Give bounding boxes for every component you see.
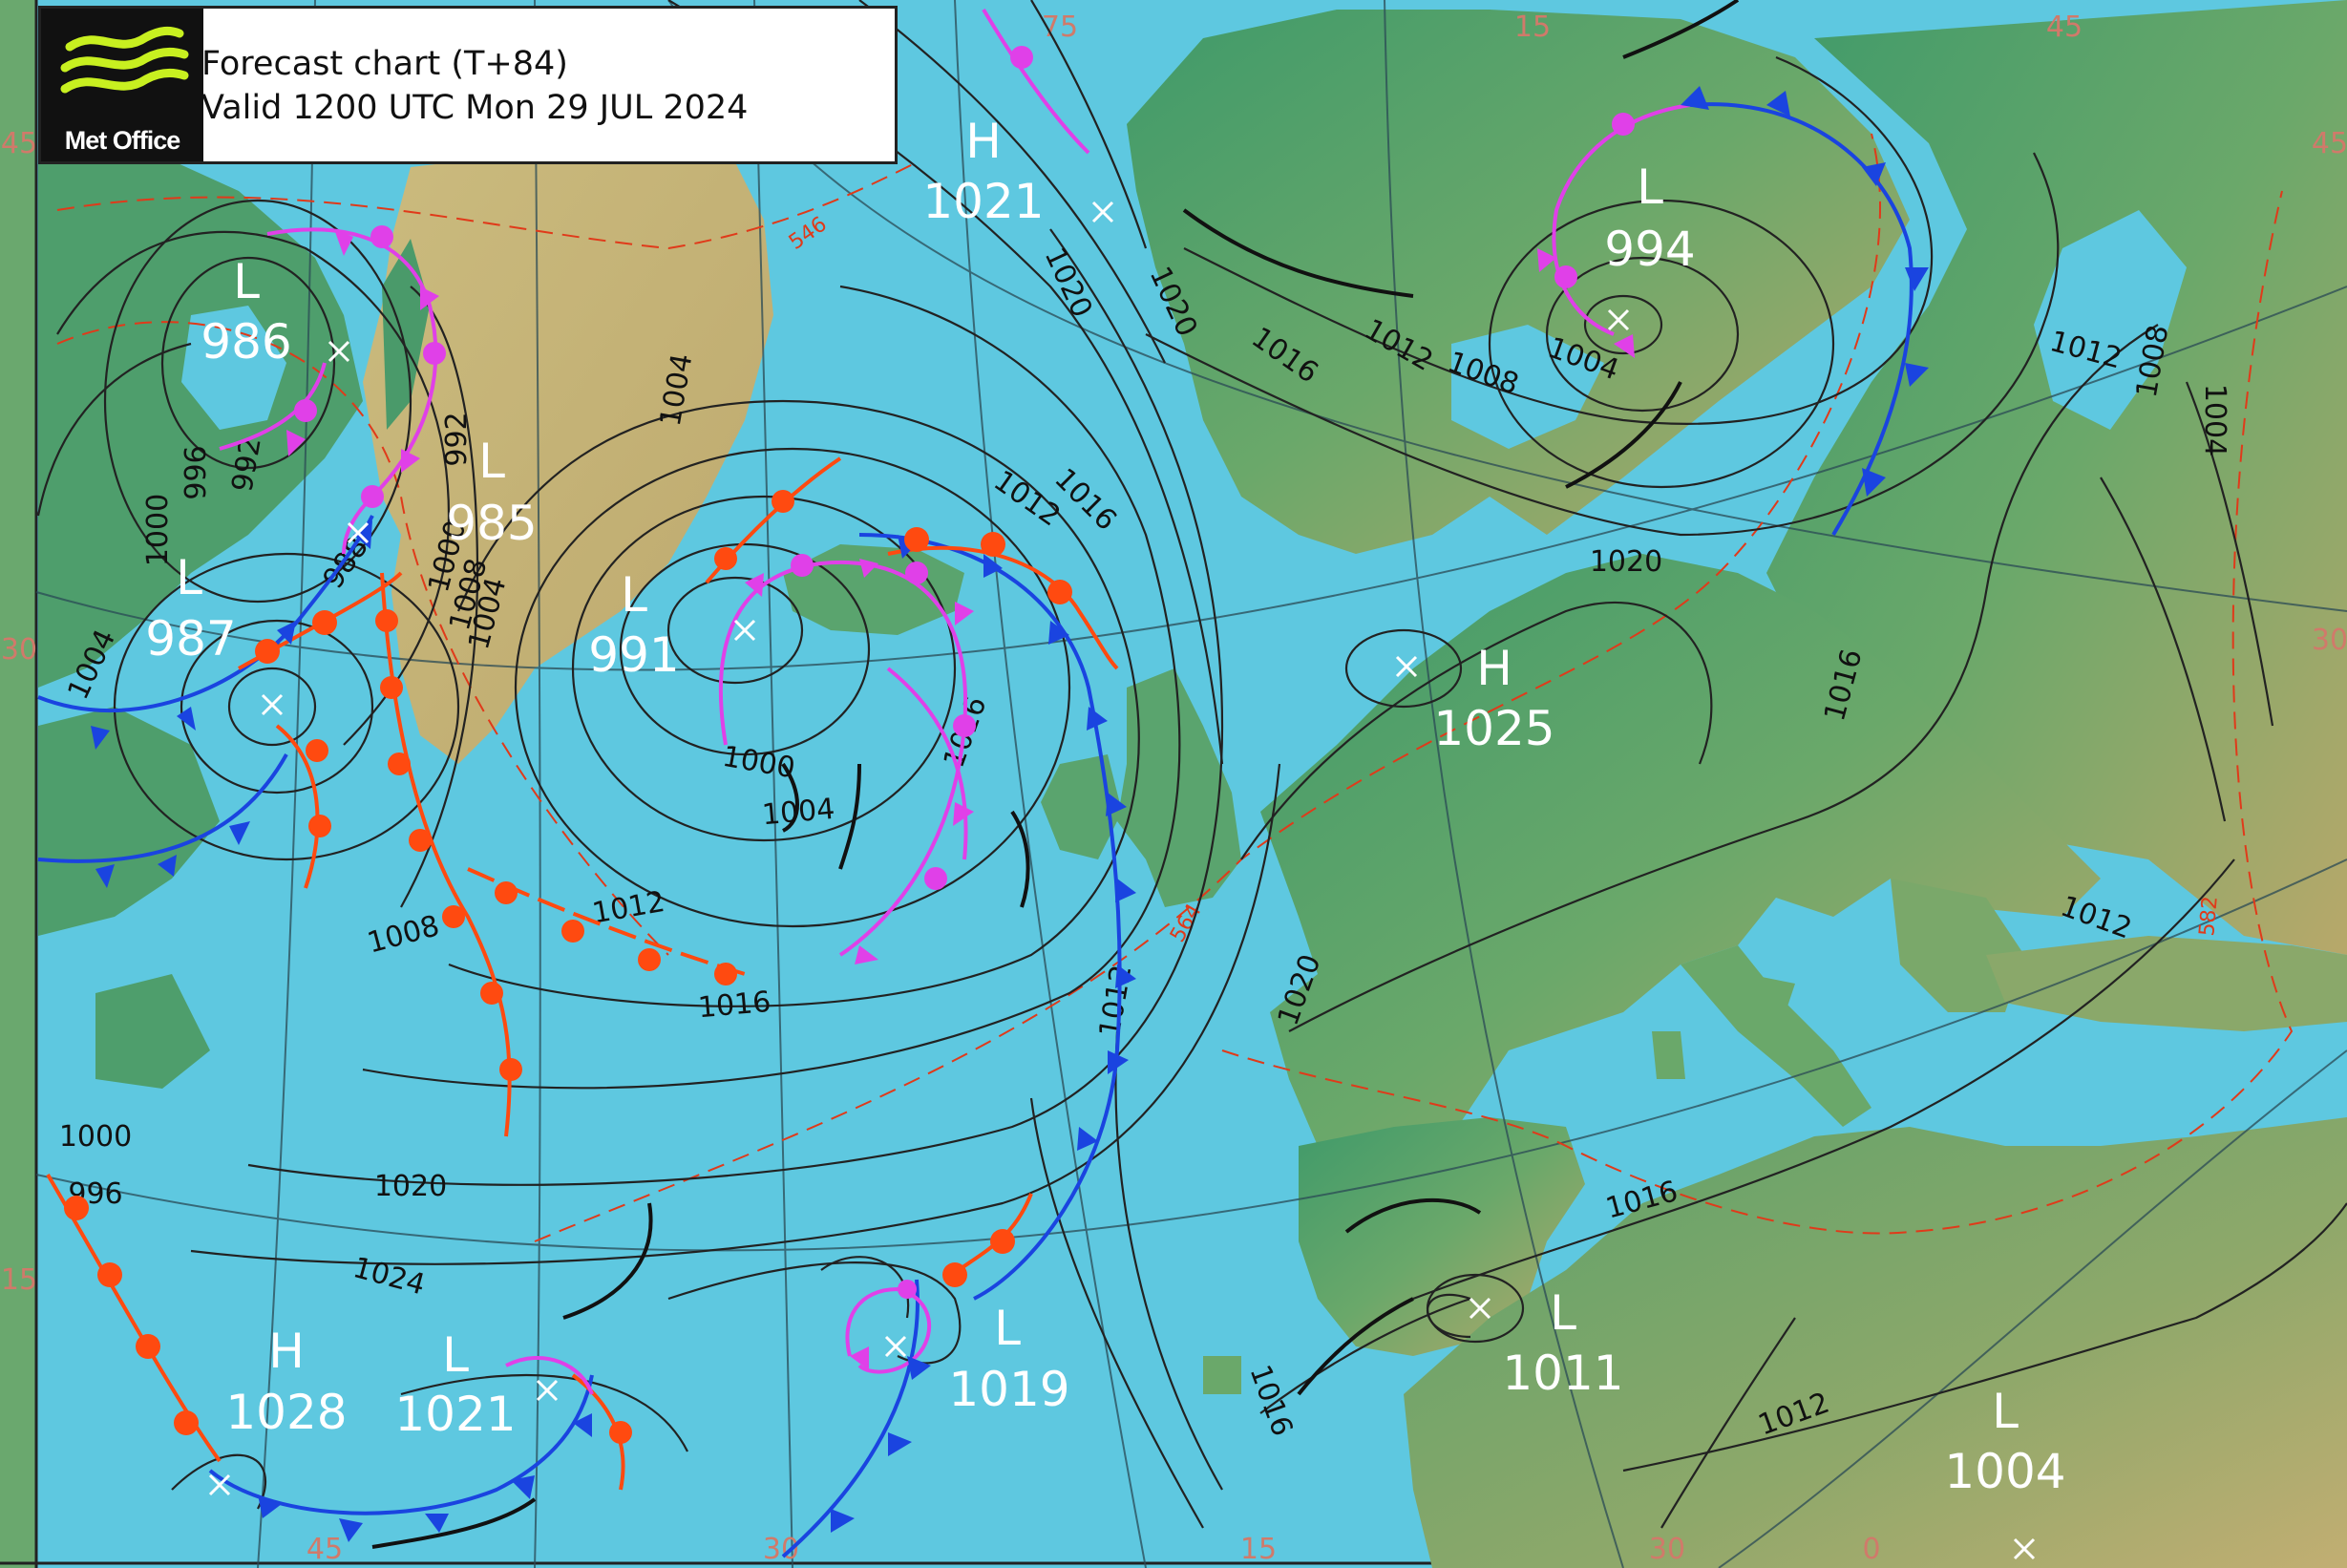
high-letter: H [965, 114, 1002, 169]
met-office-logo-icon [60, 26, 189, 94]
cold-front [858, 533, 1122, 1301]
occluded-front [886, 667, 968, 860]
grid-label: 15 [1, 1263, 37, 1297]
low-value: 991 [588, 627, 679, 683]
europe [1260, 554, 2101, 1184]
trough [781, 762, 799, 833]
trough [1344, 1197, 1482, 1234]
grid-label: 0 [1862, 1533, 1880, 1566]
low-letter: L [994, 1301, 1021, 1356]
isobars [36, 0, 2347, 1529]
chart-header: Met Office Forecast chart (T+84) Valid 1… [38, 6, 898, 164]
grid-label: 30 [1, 633, 37, 667]
baffin-island [38, 143, 363, 688]
high-letter: H [268, 1324, 305, 1379]
cold-front [37, 515, 374, 712]
cold-front [1689, 102, 1914, 537]
low-value: 987 [145, 611, 236, 667]
labrador [38, 707, 220, 936]
low-letter: L [621, 567, 647, 623]
high-value: 1025 [1433, 701, 1554, 756]
met-office-logo: Met Office [41, 9, 203, 161]
cold-front [781, 1279, 920, 1558]
chart-valid-time: Valid 1200 UTC Mon 29 JUL 2024 [201, 89, 749, 127]
trough [1010, 810, 1030, 908]
low-value: 1004 [1944, 1444, 2065, 1499]
occluded-front [505, 1356, 594, 1395]
warm-front [275, 724, 320, 889]
isobar-label: 1020 [374, 1170, 447, 1203]
isobar-label: 1004 [2198, 384, 2231, 456]
low-letter: L [442, 1327, 469, 1383]
occluded-front [1552, 103, 1691, 336]
warm-front-decaying [467, 867, 746, 976]
high-letter: H [1476, 641, 1512, 696]
low-value: 1021 [394, 1387, 516, 1442]
cold-front-symbols [91, 86, 1929, 1542]
high-value: 1021 [922, 174, 1044, 229]
isobar-label: 1000 [59, 1120, 132, 1154]
occluded-front [845, 1286, 931, 1374]
grid-label: 30 [2312, 624, 2347, 657]
trough [1622, 0, 1740, 59]
trough [1182, 208, 1414, 298]
logo-text: Met Office [64, 126, 181, 155]
occluded-front [718, 560, 968, 957]
isobar-label: 1016 [697, 985, 772, 1026]
occluded-front [982, 8, 1090, 155]
pressure-systems: L 986 L 985 L 987 L 991 H 1021 L 994 H 1… [145, 114, 2065, 1499]
great-britain [1117, 668, 1241, 907]
grid-label: 45 [1, 127, 37, 160]
trough [1565, 381, 1682, 489]
grid-label: 45 [307, 1533, 343, 1566]
grid-label: 45 [2312, 127, 2347, 160]
grid-labels: 75 15 45 45 45 30 30 15 45 30 15 30 0 [1, 11, 2347, 1566]
turkey [1986, 936, 2347, 1031]
low-value: 986 [201, 314, 291, 370]
italy [1681, 945, 1871, 1127]
low-value: 994 [1604, 222, 1695, 277]
low-letter: L [176, 550, 202, 605]
left-border-strip [0, 0, 36, 1568]
grid-label: 45 [2046, 11, 2083, 44]
high-value: 1028 [225, 1385, 347, 1440]
occluded-front [266, 227, 438, 555]
thickness-label: 582 [2195, 895, 2223, 937]
isobar-label: 1000 [141, 494, 175, 566]
low-value: 1019 [948, 1362, 1069, 1417]
grid-label: 30 [1649, 1533, 1685, 1566]
low-letter: L [478, 434, 505, 489]
trough [1297, 1297, 1414, 1396]
warm-front-symbols [64, 490, 1072, 1444]
low-letter: L [1637, 159, 1663, 215]
trough [838, 763, 861, 870]
isobar-label: 1020 [1590, 545, 1662, 579]
low-letter: L [233, 254, 260, 309]
low-value: 985 [446, 496, 537, 551]
low-letter: L [1992, 1384, 2019, 1439]
isobar-label: 996 [180, 445, 213, 499]
isobar-label: 992 [440, 412, 474, 466]
iberia [1299, 1117, 1585, 1356]
occluded-front [219, 362, 327, 451]
greenland [363, 134, 773, 764]
grid-label: 15 [1240, 1533, 1277, 1566]
grid-label: 15 [1514, 11, 1551, 44]
occluded-front-symbols [286, 46, 1635, 1370]
trough [371, 1497, 537, 1549]
ireland [1041, 754, 1122, 859]
africa [1404, 1117, 2347, 1568]
pressure-centre-crosses [208, 201, 2036, 1560]
low-letter: L [1550, 1285, 1576, 1341]
low-value: 1011 [1502, 1346, 1623, 1401]
trough [562, 1202, 653, 1320]
thickness-lines [56, 133, 2294, 1242]
chart-title: Forecast chart (T+84) [201, 45, 568, 83]
cold-front [37, 753, 288, 863]
